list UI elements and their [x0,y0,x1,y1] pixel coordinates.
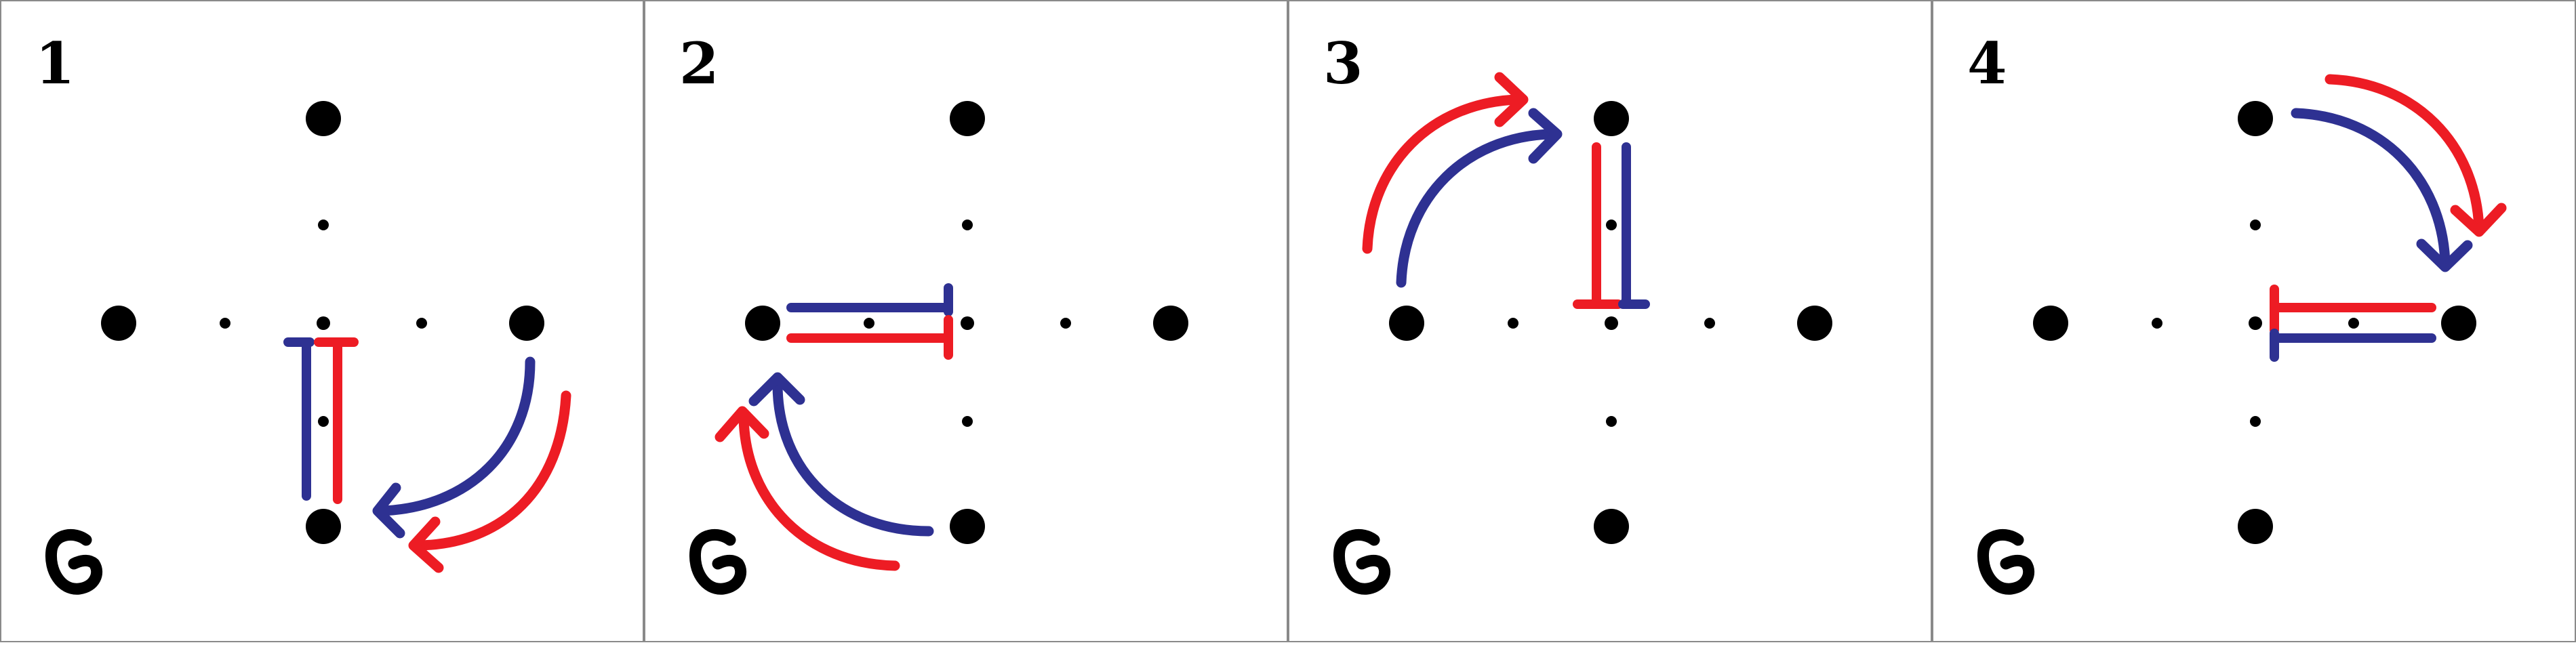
panel-4-drawing [1977,74,2507,595]
small-dot [1508,318,1518,329]
g-logo [1977,529,2035,595]
red-arrow [2325,74,2507,237]
node-top [1594,101,1629,136]
center-dot [961,316,974,330]
blue-bar [2270,329,2436,362]
node-top [306,101,341,136]
blue-arrow [748,372,934,537]
red-arrow [408,390,571,573]
small-dot [1606,416,1617,427]
blue-bar [1618,142,1650,309]
node-bottom [2238,509,2273,544]
small-dot [1606,220,1617,230]
node-left [745,306,780,341]
red-bar [786,315,953,360]
panel-4: 4 [1932,0,2576,642]
center-dot [1605,316,1618,330]
panel-number: 2 [679,30,719,97]
red-bar [2270,285,2436,335]
small-dot [318,416,329,427]
node-right [2441,306,2476,341]
node-bottom [1594,509,1629,544]
panel-1-drawing [45,101,571,595]
panel-number: 3 [1323,30,1363,97]
node-right [509,306,544,341]
node-bottom [306,509,341,544]
node-bottom [950,509,985,544]
blue-arrow [2291,108,2473,272]
red-arrow [1362,72,1529,254]
node-left [1389,306,1424,341]
red-bar [314,337,359,504]
g-logo [45,529,103,595]
small-dot [864,318,874,329]
blue-bar [283,337,315,501]
small-dot [2348,318,2359,329]
node-right [1153,306,1188,341]
small-dot [2152,318,2162,329]
panel-number: 4 [1967,30,2007,97]
g-logo [689,529,747,595]
blue-bar [786,283,953,316]
node-left [101,306,136,341]
small-dot [318,220,329,230]
center-dot [2249,316,2262,330]
red-arrow [715,406,900,571]
panel-number: 1 [35,30,75,97]
panel-3-drawing [1333,72,1832,595]
node-right [1797,306,1832,341]
small-dot [220,318,230,329]
small-dot [1060,318,1071,329]
panel-3: 3 [1288,0,1932,642]
small-dot [962,220,973,230]
small-dot [962,416,973,427]
panel-2: 2 [644,0,1288,642]
g-logo [1333,529,1391,595]
node-left [2033,306,2068,341]
node-top [2238,101,2273,136]
panel-1: 1 [0,0,644,642]
small-dot [2250,220,2261,230]
small-dot [1704,318,1715,329]
blue-arrow [1396,108,1563,288]
panel-2-drawing [689,101,1188,595]
node-top [950,101,985,136]
blue-arrow [372,356,536,539]
small-dot [416,318,427,329]
small-dot [2250,416,2261,427]
red-bar [1573,142,1623,309]
center-dot [317,316,330,330]
